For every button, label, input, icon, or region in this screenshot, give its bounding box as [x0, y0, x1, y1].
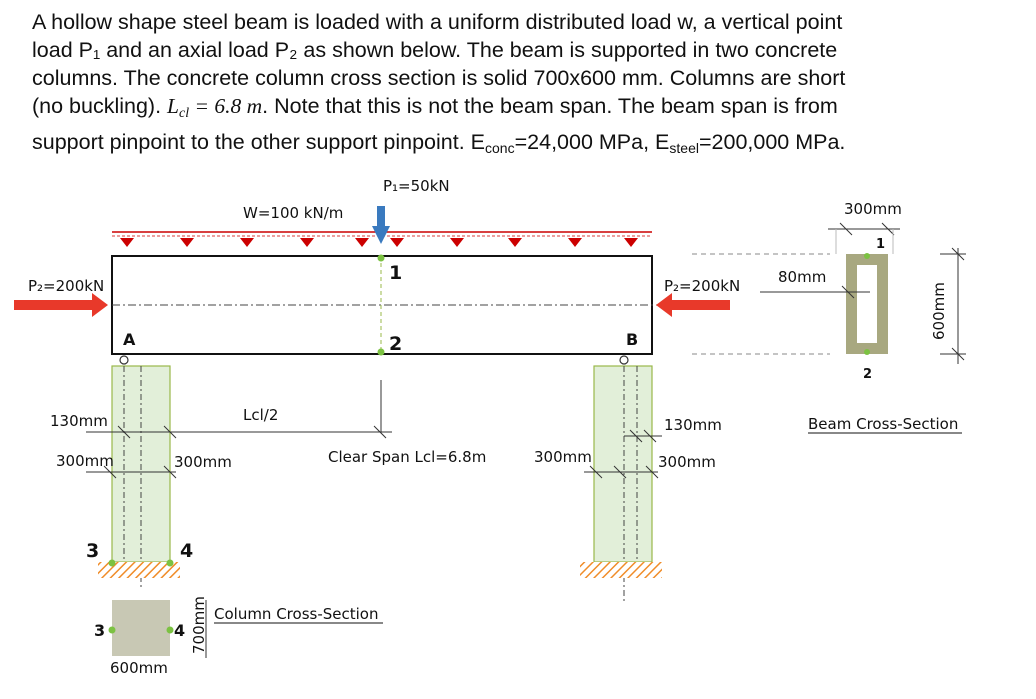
right-column	[593, 365, 653, 563]
point-1-label: 1	[389, 262, 402, 284]
col-width-label: 600mm	[110, 659, 168, 677]
axial-load-right	[656, 293, 730, 317]
column-cross-section	[112, 600, 170, 656]
dim-130-right: 130mm	[664, 416, 722, 434]
lcl-symbol: Lcl = 6.8 m	[167, 94, 263, 121]
beam-node-1	[864, 253, 870, 259]
node-2	[377, 348, 385, 356]
problem-line-4-pre: (no buckling).	[32, 94, 168, 118]
point-2-label: 2	[389, 333, 402, 355]
col-node-3	[108, 626, 116, 634]
dimension-lines	[86, 380, 662, 479]
support-b-pin	[619, 355, 629, 365]
problem-line-4: (no buckling). Lcl = 6.8 m. Note that th…	[32, 92, 1022, 128]
p1-label: P₁=50kN	[383, 177, 450, 195]
col-cross-section-label: Column Cross-Section	[214, 605, 378, 623]
lcl-half-label: Lcl/2	[243, 406, 278, 424]
dim-300-left-inner: 300mm	[174, 453, 232, 471]
point-4-label: 4	[180, 540, 193, 562]
problem-line-5-post: =200,000 MPa.	[698, 130, 846, 154]
e-steel-sub: steel	[669, 140, 699, 156]
problem-line-5-pre: support pinpoint to the other support pi…	[32, 130, 486, 154]
right-column-base	[580, 562, 662, 578]
beam-flange-label: 80mm	[778, 268, 826, 286]
problem-line-1: A hollow shape steel beam is loaded with…	[32, 10, 843, 34]
beam-width-label: 300mm	[844, 200, 902, 218]
lcl-symbol-value: = 6.8 m	[189, 94, 263, 118]
problem-line-5-mid: =24,000 MPa, E	[514, 130, 670, 154]
p2-right-label: P₂=200kN	[664, 277, 740, 295]
dim-130-left: 130mm	[50, 412, 108, 430]
problem-line-4-post: . Note that this is not the beam span. T…	[262, 94, 838, 118]
beam-cross-section-figure	[692, 222, 966, 364]
col-point-3-label: 3	[94, 621, 105, 640]
load-arrows	[120, 238, 638, 247]
lcl-symbol-l: L	[167, 94, 180, 118]
support-a-pin	[119, 355, 129, 365]
e-conc-sub: conc	[485, 140, 515, 156]
beam-node-2	[864, 349, 870, 355]
problem-line-3: columns. The concrete column cross secti…	[32, 66, 846, 90]
clear-span-label: Clear Span Lcl=6.8m	[328, 448, 486, 466]
support-b-label: B	[626, 330, 638, 349]
beam-depth-label: 600mm	[930, 282, 948, 340]
node-3	[108, 559, 116, 567]
problem-line-5: support pinpoint to the other support pi…	[32, 128, 1022, 162]
beam-cross-section-label: Beam Cross-Section	[808, 415, 958, 433]
problem-line-2: load P₁ and an axial load P₂ as shown be…	[32, 38, 838, 62]
point-3-label: 3	[86, 540, 99, 562]
col-point-4-label: 4	[174, 621, 185, 640]
problem-statement: A hollow shape steel beam is loaded with…	[32, 8, 1022, 162]
left-column-base	[98, 562, 180, 578]
support-a-label: A	[123, 330, 136, 349]
beam-section-hollow	[857, 265, 877, 343]
lcl-symbol-sub: cl	[179, 106, 190, 121]
dim-300-left-outer: 300mm	[56, 452, 114, 470]
col-depth-label: 700mm	[190, 596, 208, 654]
w-label: W=100 kN/m	[243, 204, 343, 222]
col-node-4	[166, 626, 174, 634]
beam-point-1-label: 1	[876, 237, 885, 252]
dim-300-right-inner: 300mm	[658, 453, 716, 471]
p2-left-label: P₂=200kN	[28, 277, 104, 295]
dim-300-right-outer: 300mm	[534, 448, 592, 466]
node-4	[166, 559, 174, 567]
node-1	[377, 254, 385, 262]
axial-load-left	[14, 293, 108, 317]
beam-point-2-label: 2	[863, 367, 872, 382]
point-load-p1	[372, 206, 390, 244]
